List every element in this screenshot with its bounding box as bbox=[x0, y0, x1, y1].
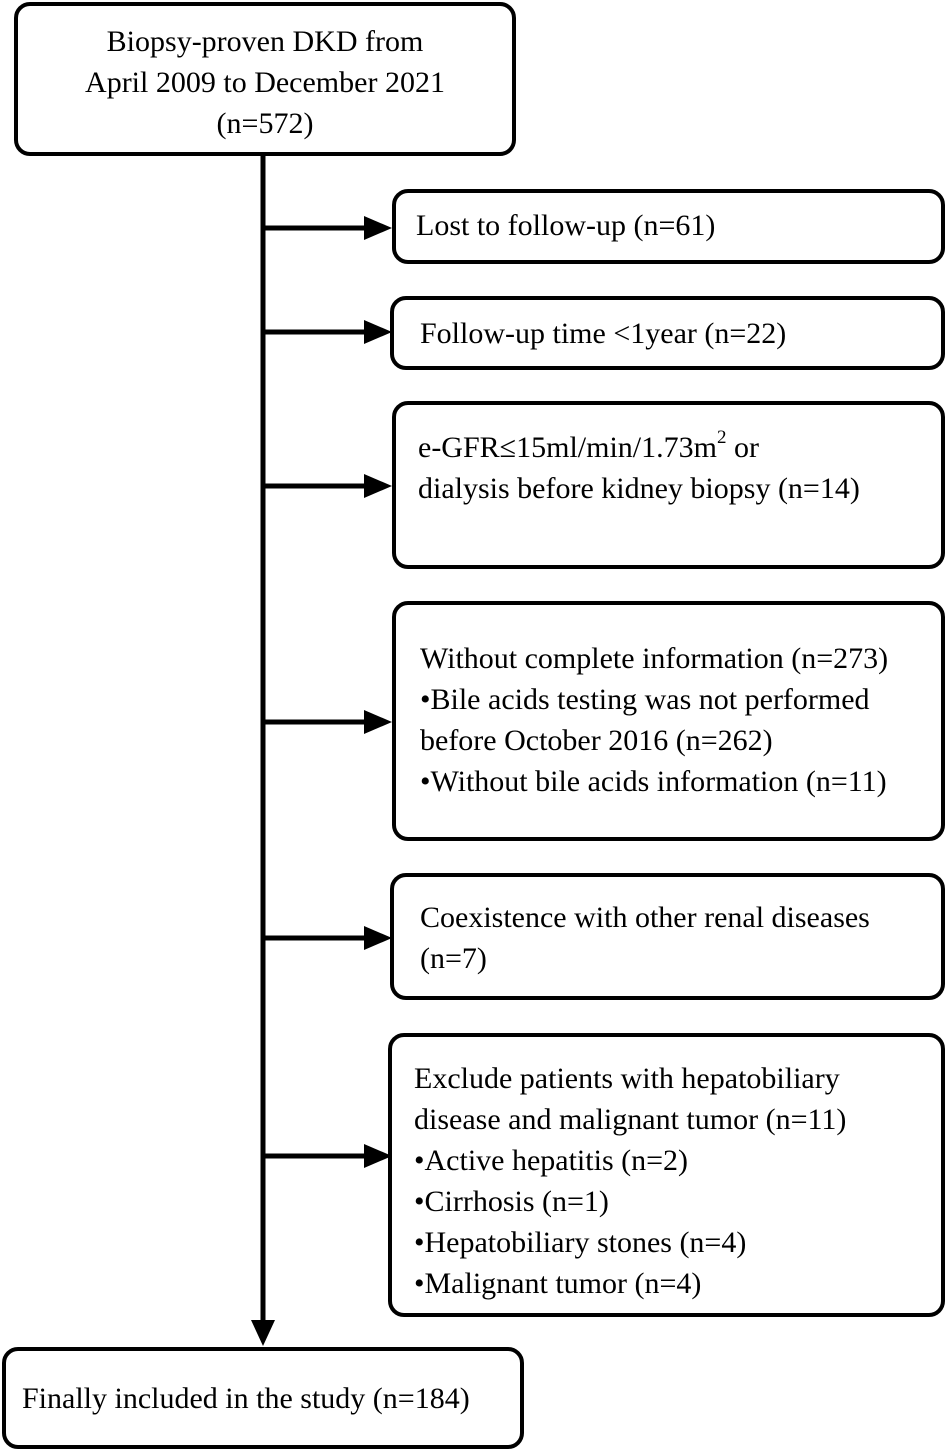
incomplete-line-1: Without complete information (n=273) bbox=[420, 642, 889, 675]
exclusion-box-lost bbox=[392, 189, 945, 264]
egfr-superscript: 2 bbox=[716, 427, 727, 448]
exclusion-text-renal: Coexistence with other renal diseases (n… bbox=[420, 897, 870, 979]
start-line-2: April 2009 to December 2021 bbox=[85, 66, 445, 99]
arrowhead-final bbox=[251, 1320, 275, 1346]
egfr-suffix: or bbox=[726, 431, 759, 464]
incomplete-line-2: •Bile acids testing was not performed bbox=[420, 683, 870, 716]
hepatobiliary-line-4: •Cirrhosis (n=1) bbox=[414, 1185, 609, 1218]
exclusion-text-short-followup: Follow-up time <1year (n=22) bbox=[420, 317, 787, 350]
final-text: Finally included in the study (n=184) bbox=[22, 1382, 470, 1415]
hepatobiliary-line-1: Exclude patients with hepatobiliary bbox=[414, 1062, 840, 1095]
start-line-3: (n=572) bbox=[216, 107, 314, 140]
exclusion-box-hepatobiliary bbox=[388, 1033, 945, 1317]
hepatobiliary-line-3: •Active hepatitis (n=2) bbox=[414, 1144, 689, 1177]
hepatobiliary-line-5: •Hepatobiliary stones (n=4) bbox=[414, 1226, 747, 1259]
start-box-text: Biopsy-proven DKD from April 2009 to Dec… bbox=[14, 21, 516, 144]
arrowhead-egfr bbox=[364, 474, 392, 498]
arrowhead-hepatobiliary bbox=[364, 1144, 392, 1168]
incomplete-line-4: •Without bile acids information (n=11) bbox=[420, 765, 887, 798]
final-box bbox=[2, 1347, 524, 1449]
exclusion-text-egfr: e-GFR≤15ml/min/1.73m2 or dialysis before… bbox=[418, 427, 860, 509]
exclusion-box-renal bbox=[390, 873, 945, 1000]
exclusion-text-incomplete: Without complete information (n=273) •Bi… bbox=[420, 638, 888, 802]
egfr-line-1: e-GFR≤15ml/min/1.73m2 or bbox=[418, 427, 860, 468]
exclusion-box-short-followup bbox=[390, 296, 945, 370]
arrowhead-lost bbox=[364, 216, 392, 240]
egfr-prefix: e-GFR≤15ml/min/1.73m bbox=[418, 431, 717, 464]
start-box bbox=[14, 2, 516, 156]
hepatobiliary-line-2: disease and malignant tumor (n=11) bbox=[414, 1103, 847, 1136]
incomplete-line-3: before October 2016 (n=262) bbox=[420, 724, 773, 757]
renal-line-2: (n=7) bbox=[420, 942, 487, 975]
arrowhead-incomplete bbox=[364, 710, 392, 734]
exclusion-box-incomplete bbox=[392, 601, 945, 841]
renal-line-1: Coexistence with other renal diseases bbox=[420, 901, 870, 934]
hepatobiliary-line-6: •Malignant tumor (n=4) bbox=[414, 1267, 702, 1300]
exclusion-text-lost: Lost to follow-up (n=61) bbox=[416, 209, 716, 242]
arrowhead-short-followup bbox=[364, 320, 392, 344]
exclusion-text-hepatobiliary: Exclude patients with hepatobiliary dise… bbox=[414, 1058, 846, 1304]
egfr-line-2: dialysis before kidney biopsy (n=14) bbox=[418, 472, 860, 505]
start-line-1: Biopsy-proven DKD from bbox=[106, 25, 424, 58]
exclusion-box-egfr bbox=[392, 401, 945, 569]
arrowhead-renal bbox=[364, 926, 392, 950]
